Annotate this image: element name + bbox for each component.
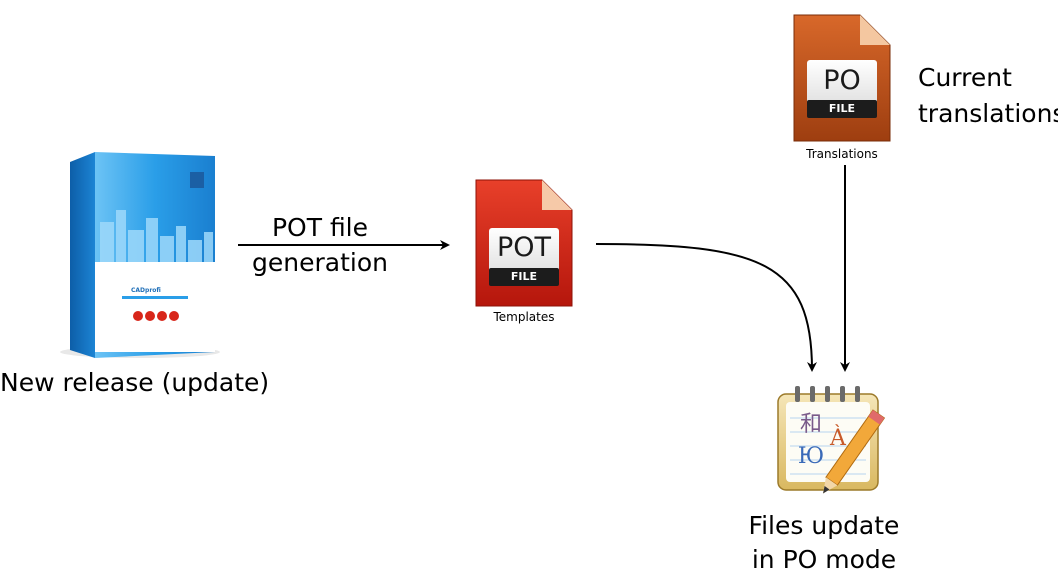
pot-file-tag: FILE	[510, 270, 538, 283]
arrow-pot-to-editor	[595, 243, 817, 372]
box-brand-text: CADprofi	[131, 287, 161, 294]
edge-label-line2: generation	[252, 248, 388, 277]
po-file-tag: FILE	[828, 102, 856, 115]
software-box-icon	[60, 152, 220, 358]
editor-glyph-accent: À	[830, 426, 846, 451]
release-label: New release (update)	[0, 368, 270, 397]
pot-caption: Templates	[493, 310, 555, 324]
editor-label-line2: in PO mode	[751, 545, 897, 571]
editor-label-line1: Files update	[748, 511, 900, 540]
editor-glyph-top: 和	[799, 412, 822, 437]
pot-file-icon	[475, 179, 573, 307]
edge-label-line1: POT file	[271, 213, 369, 242]
pot-badge: POT	[496, 232, 552, 263]
current-label-line1: Current	[918, 63, 1012, 92]
po-caption: Translations	[806, 147, 878, 161]
current-label-line2: translations	[918, 99, 1058, 128]
editor-glyph-bottom: Ю	[797, 444, 825, 469]
po-badge: PO	[823, 65, 861, 96]
translation-editor-icon	[777, 386, 886, 494]
po-file-icon	[793, 14, 891, 142]
